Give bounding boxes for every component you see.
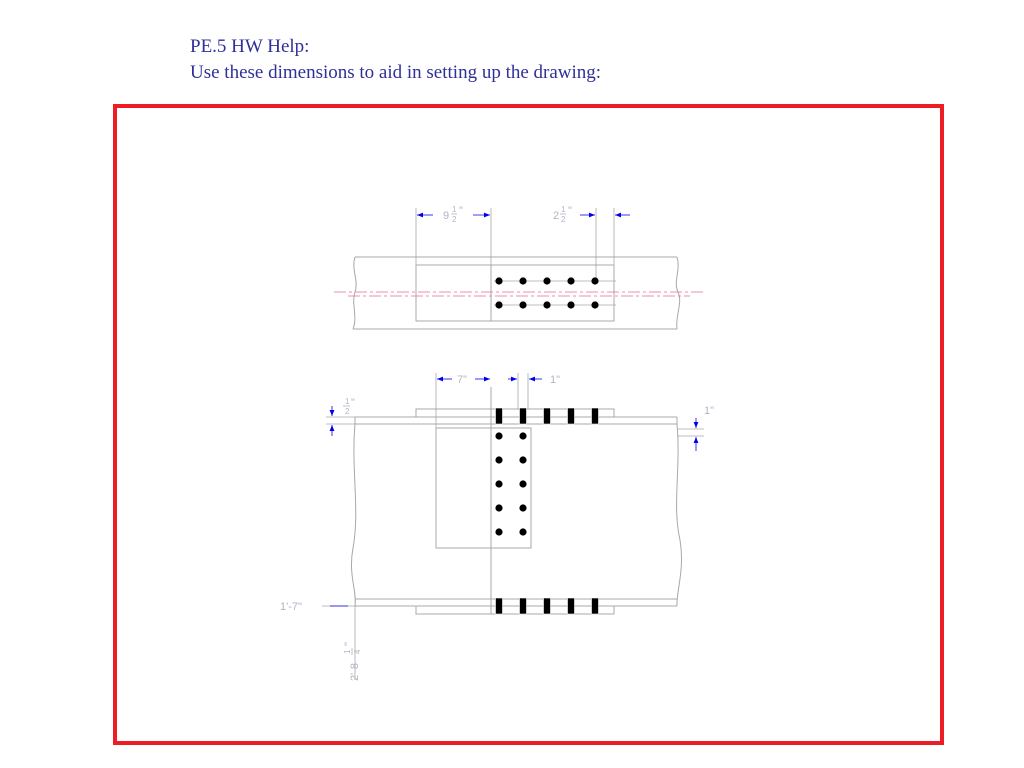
dim-9-half-den: 2 <box>452 215 457 224</box>
top-view-splice-plate <box>415 264 615 322</box>
bolt <box>495 277 503 285</box>
dim-2-half-whole: 2 <box>553 210 559 222</box>
bolt <box>495 456 503 464</box>
bolt <box>543 597 551 615</box>
bolt <box>495 301 503 309</box>
front-view-beam <box>350 416 683 607</box>
help-heading: PE.5 HW Help: Use these dimensions to ai… <box>190 34 601 86</box>
bolt <box>567 277 575 285</box>
top-view-gage-lines <box>494 280 616 306</box>
dim-9-half-whole: 9 <box>443 210 449 222</box>
bottom-flange-bolts <box>495 597 599 615</box>
dim-1-right: 1" <box>704 405 714 417</box>
bolt <box>519 504 527 512</box>
dim-height: 1'-7" <box>280 601 302 613</box>
dim-length-den: 4 <box>353 649 362 654</box>
dim-2-half: 2 1 2 " <box>553 205 572 224</box>
bolt <box>495 407 503 425</box>
drawing-frame <box>113 104 944 745</box>
bolt <box>591 301 599 309</box>
bolt <box>543 277 551 285</box>
top-view-extension-lines <box>415 208 615 278</box>
dim-length-num: 1 <box>343 649 352 654</box>
bolt <box>519 407 527 425</box>
bolt <box>495 597 503 615</box>
bolt <box>519 480 527 488</box>
bolt <box>495 432 503 440</box>
bolt <box>495 480 503 488</box>
help-title: PE.5 HW Help: <box>190 36 310 57</box>
web-bolts <box>495 432 527 536</box>
dim-half-num: 1 <box>345 397 350 406</box>
dim-2-half-den: 2 <box>561 215 566 224</box>
front-view-extension-lines <box>322 373 704 680</box>
top-view: 9 1 2 " 2 1 2 " <box>334 205 704 330</box>
dim-length: 2'-8 1 4 " <box>343 642 362 681</box>
bolt <box>519 277 527 285</box>
top-flange-bolts <box>495 407 599 425</box>
dim-9-half-num: 1 <box>452 205 457 214</box>
bolt <box>519 301 527 309</box>
bolt <box>591 277 599 285</box>
dim-2-half-num: 1 <box>561 205 566 214</box>
dim-7: 7" <box>457 374 467 386</box>
bolt <box>495 504 503 512</box>
dim-half-unit: " <box>351 397 355 409</box>
front-view-flange-plates <box>415 408 615 615</box>
bolt <box>519 597 527 615</box>
dim-half: 1 2 " <box>343 397 355 416</box>
bolt <box>591 407 599 425</box>
dim-length-text: 2'-8 <box>349 663 361 681</box>
front-view-dimension-arrows <box>329 376 699 607</box>
dim-length-unit: " <box>343 642 355 646</box>
bolt <box>543 301 551 309</box>
top-view-centerline <box>334 291 704 297</box>
help-instructions: Use these dimensions to aid in setting u… <box>190 62 602 83</box>
bolt <box>543 407 551 425</box>
front-view-web-plate <box>435 427 532 549</box>
dim-1-top: 1" <box>550 374 560 386</box>
bolt <box>567 597 575 615</box>
bolt <box>591 597 599 615</box>
bolt <box>567 407 575 425</box>
dim-9-half-unit: " <box>459 205 463 217</box>
bolt <box>519 432 527 440</box>
top-view-beam <box>352 256 681 330</box>
top-view-bolts <box>495 277 599 309</box>
dim-half-den: 2 <box>345 407 350 416</box>
dim-2-half-unit: " <box>568 205 572 217</box>
bolt <box>519 528 527 536</box>
bolt <box>567 301 575 309</box>
bolt <box>495 528 503 536</box>
dim-9-half: 9 1 2 " <box>443 205 463 224</box>
bolt <box>519 456 527 464</box>
front-view: 7" 1" 1 2 " 1" 1'-7" 2'-8 1 4 " <box>280 373 714 681</box>
